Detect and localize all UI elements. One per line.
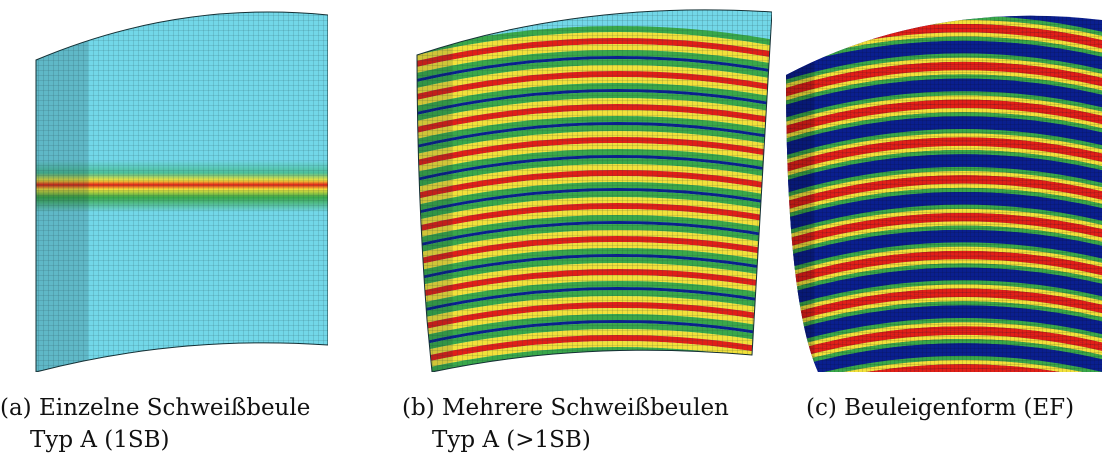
panel-c-caption: (c) Beuleigenform (EF) [806, 392, 1074, 424]
panel-a-figure [28, 0, 328, 372]
panel-b-caption: (b) Mehrere Schweißbeulen Typ A (>1SB) [402, 392, 729, 456]
panel-b-caption-line1: (b) Mehrere Schweißbeulen [402, 395, 729, 421]
panel-c-figure [778, 0, 1102, 372]
panel-a-caption: (a) Einzelne Schweißbeule Typ A (1SB) [0, 392, 310, 456]
panel-c-caption-line1: (c) Beuleigenform (EF) [806, 395, 1075, 421]
panel-a-caption-line2: Typ A (1SB) [30, 427, 170, 453]
panel-a-cylinder-render [35, 11, 328, 372]
panel-b-caption-line2: Typ A (>1SB) [432, 427, 591, 453]
panel-b-figure [412, 0, 772, 372]
panel-a-caption-line1: (a) Einzelne Schweißbeule [0, 395, 311, 421]
panel-c-cylinder-render [786, 15, 1102, 372]
panel-b-cylinder-render [416, 9, 772, 372]
